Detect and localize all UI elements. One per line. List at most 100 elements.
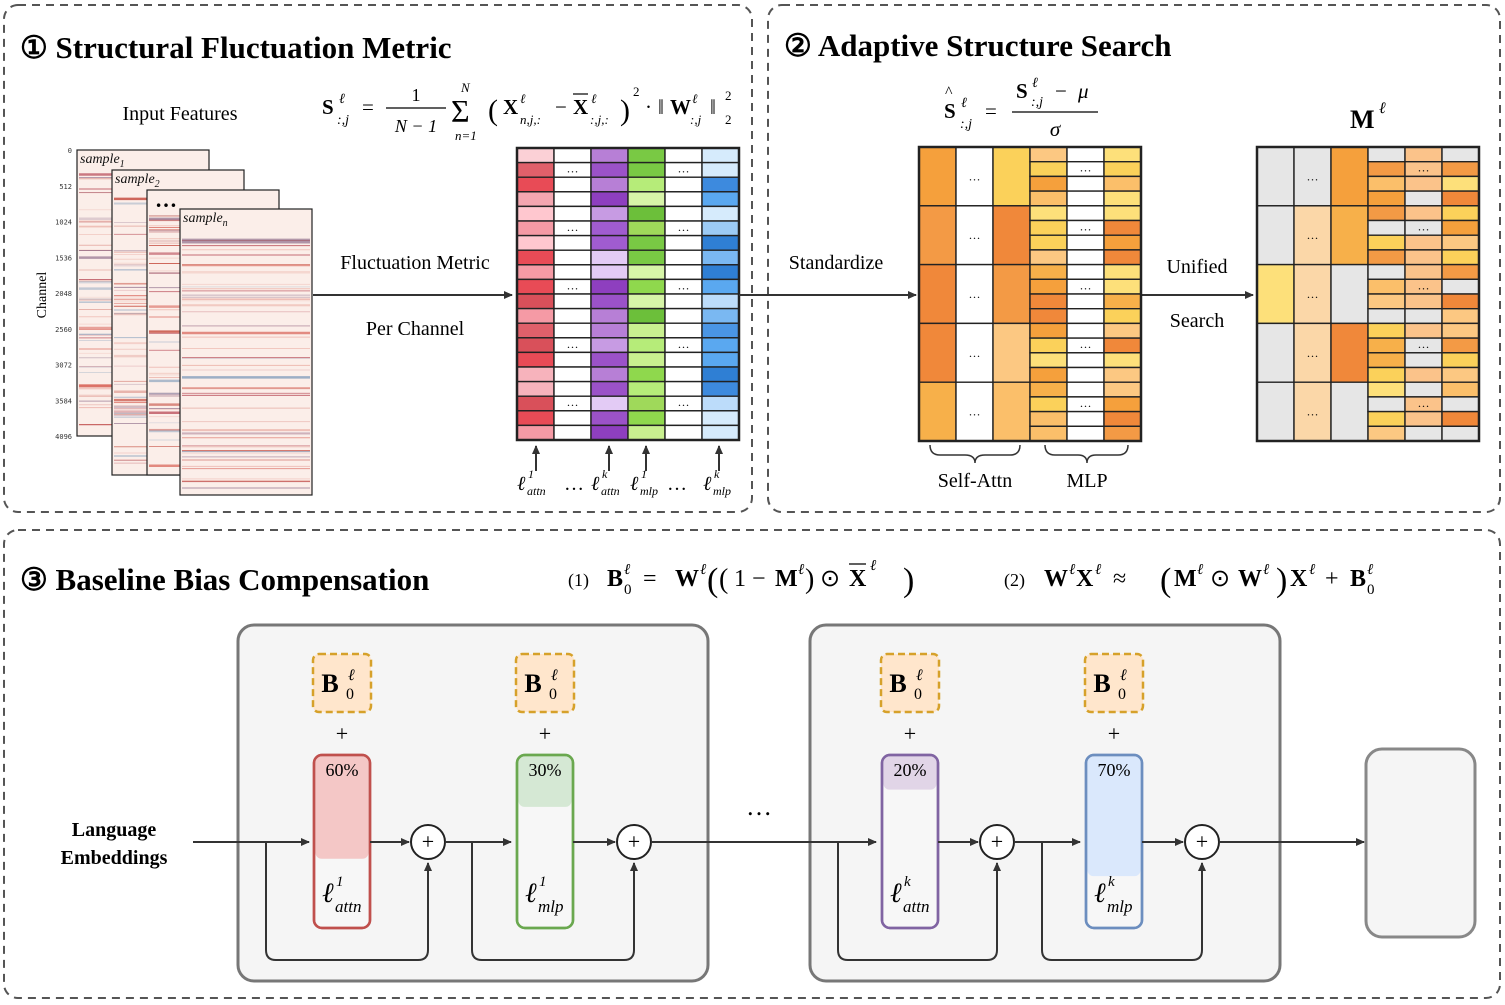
attn-cell xyxy=(992,381,1031,442)
mlp-cell xyxy=(1404,381,1443,398)
metric-cell xyxy=(664,424,703,441)
metric-cell xyxy=(553,351,592,368)
mlp-cell xyxy=(1441,366,1480,383)
mlp-cell xyxy=(1029,278,1068,295)
attn-cell xyxy=(955,263,994,325)
mlp-cell xyxy=(1404,308,1443,325)
svg-text:attn: attn xyxy=(601,484,620,498)
mlp-cell xyxy=(1441,160,1480,178)
svg-text:ℓ: ℓ xyxy=(520,91,526,106)
metric-cell xyxy=(516,191,555,208)
cell-ellipsis: … xyxy=(969,346,981,360)
mlp-cell xyxy=(1066,381,1105,398)
metric-cell xyxy=(701,380,740,397)
cell-ellipsis: … xyxy=(1080,396,1092,410)
metric-cell xyxy=(553,205,592,222)
metric-cell xyxy=(553,147,592,164)
mlp-cell xyxy=(1103,190,1142,207)
metric-cell xyxy=(590,147,629,164)
mlp-cell xyxy=(1029,293,1068,310)
cell-ellipsis: … xyxy=(1418,220,1430,234)
svg-text:ℓ: ℓ xyxy=(1069,562,1075,578)
attn-cell xyxy=(1293,205,1332,266)
metric-cell xyxy=(627,264,666,281)
mlp-cell xyxy=(1029,308,1068,325)
attn-cell xyxy=(1330,263,1369,325)
mlp-cell xyxy=(1103,352,1142,369)
svg-text:(: ( xyxy=(719,564,728,595)
svg-text:B: B xyxy=(607,566,623,592)
attn-cell xyxy=(1256,381,1295,442)
mlp-cell xyxy=(1441,249,1480,266)
metric-grid: ………………………… xyxy=(515,146,741,442)
mlp-cell xyxy=(1066,205,1105,222)
standardized-grid: ………………………… xyxy=(917,145,1143,443)
label-mlp-k: ℓ xyxy=(703,473,712,495)
mlp-cell xyxy=(1404,263,1443,281)
mlp-cell xyxy=(1029,219,1068,236)
mlp-cell xyxy=(1367,337,1406,354)
mlp-cell xyxy=(1029,190,1068,207)
metric-cell xyxy=(590,380,629,397)
mlp-cell xyxy=(1066,249,1105,266)
attn-cell xyxy=(1330,146,1369,207)
metric-cell xyxy=(664,264,703,281)
bias-label: B xyxy=(524,669,541,698)
panel2-border xyxy=(767,4,1501,513)
tick-label: 3072 xyxy=(55,362,72,370)
cell-ellipsis: … xyxy=(969,287,981,301)
svg-text:n=1: n=1 xyxy=(455,128,477,143)
tick-label: 1024 xyxy=(55,219,72,227)
metric-cell xyxy=(664,191,703,208)
standardize-label: Standardize xyxy=(789,252,884,274)
metric-cell xyxy=(516,176,555,193)
mlp-cell xyxy=(1029,146,1068,163)
metric-cell xyxy=(553,410,592,427)
attn-cell xyxy=(1330,205,1369,266)
bias-label: B xyxy=(889,669,906,698)
tick-label: 2560 xyxy=(55,326,72,334)
metric-cell xyxy=(664,176,703,193)
mlp-brace xyxy=(1044,444,1129,464)
mlp-cell xyxy=(1367,322,1406,339)
svg-text:1 −: 1 − xyxy=(734,566,766,592)
metric-ellipsis: … xyxy=(567,162,579,176)
attn-cell xyxy=(1256,146,1295,207)
unified-label: Unified xyxy=(1166,256,1227,278)
mlp-cell xyxy=(1404,352,1443,369)
svg-text:ℓ: ℓ xyxy=(700,562,706,578)
metric-cell xyxy=(553,234,592,251)
mlp-cell xyxy=(1066,234,1105,251)
panel1-title: ① Structural Fluctuation Metric xyxy=(20,30,452,65)
mlp-cell xyxy=(1066,425,1105,442)
svg-text:attn: attn xyxy=(527,484,546,498)
mlp-cell xyxy=(1441,425,1480,442)
mlp-cell xyxy=(1367,293,1406,310)
attn-cell xyxy=(955,146,994,207)
bias-label: B xyxy=(321,669,338,698)
metric-cell xyxy=(590,395,629,412)
svg-text:2: 2 xyxy=(633,84,640,99)
svg-text:Σ: Σ xyxy=(451,93,470,129)
metric-cell xyxy=(701,424,740,441)
mlp-cell xyxy=(1029,160,1068,178)
mlp-cell xyxy=(1066,352,1105,369)
mlp-cell xyxy=(1441,322,1480,339)
mlp-cell xyxy=(1441,234,1480,251)
metric-cell xyxy=(516,205,555,222)
attn-cell xyxy=(1256,263,1295,325)
svg-text:^: ^ xyxy=(945,84,953,101)
sample-label: sample1 xyxy=(80,152,125,170)
mlp-cell xyxy=(1029,263,1068,281)
metric-cell xyxy=(701,410,740,427)
metric-cell xyxy=(664,205,703,222)
svg-text::,j: :,j xyxy=(960,117,972,132)
metric-cell xyxy=(516,366,555,383)
mlp-cell xyxy=(1066,190,1105,207)
cell-ellipsis: … xyxy=(1307,287,1319,301)
mask-grid: ………………………… xyxy=(1255,145,1481,443)
mlp-cell xyxy=(1103,205,1142,222)
bias-sub: 0 xyxy=(914,686,922,703)
metric-cell xyxy=(701,191,740,208)
layer-kept-fill xyxy=(518,756,572,807)
